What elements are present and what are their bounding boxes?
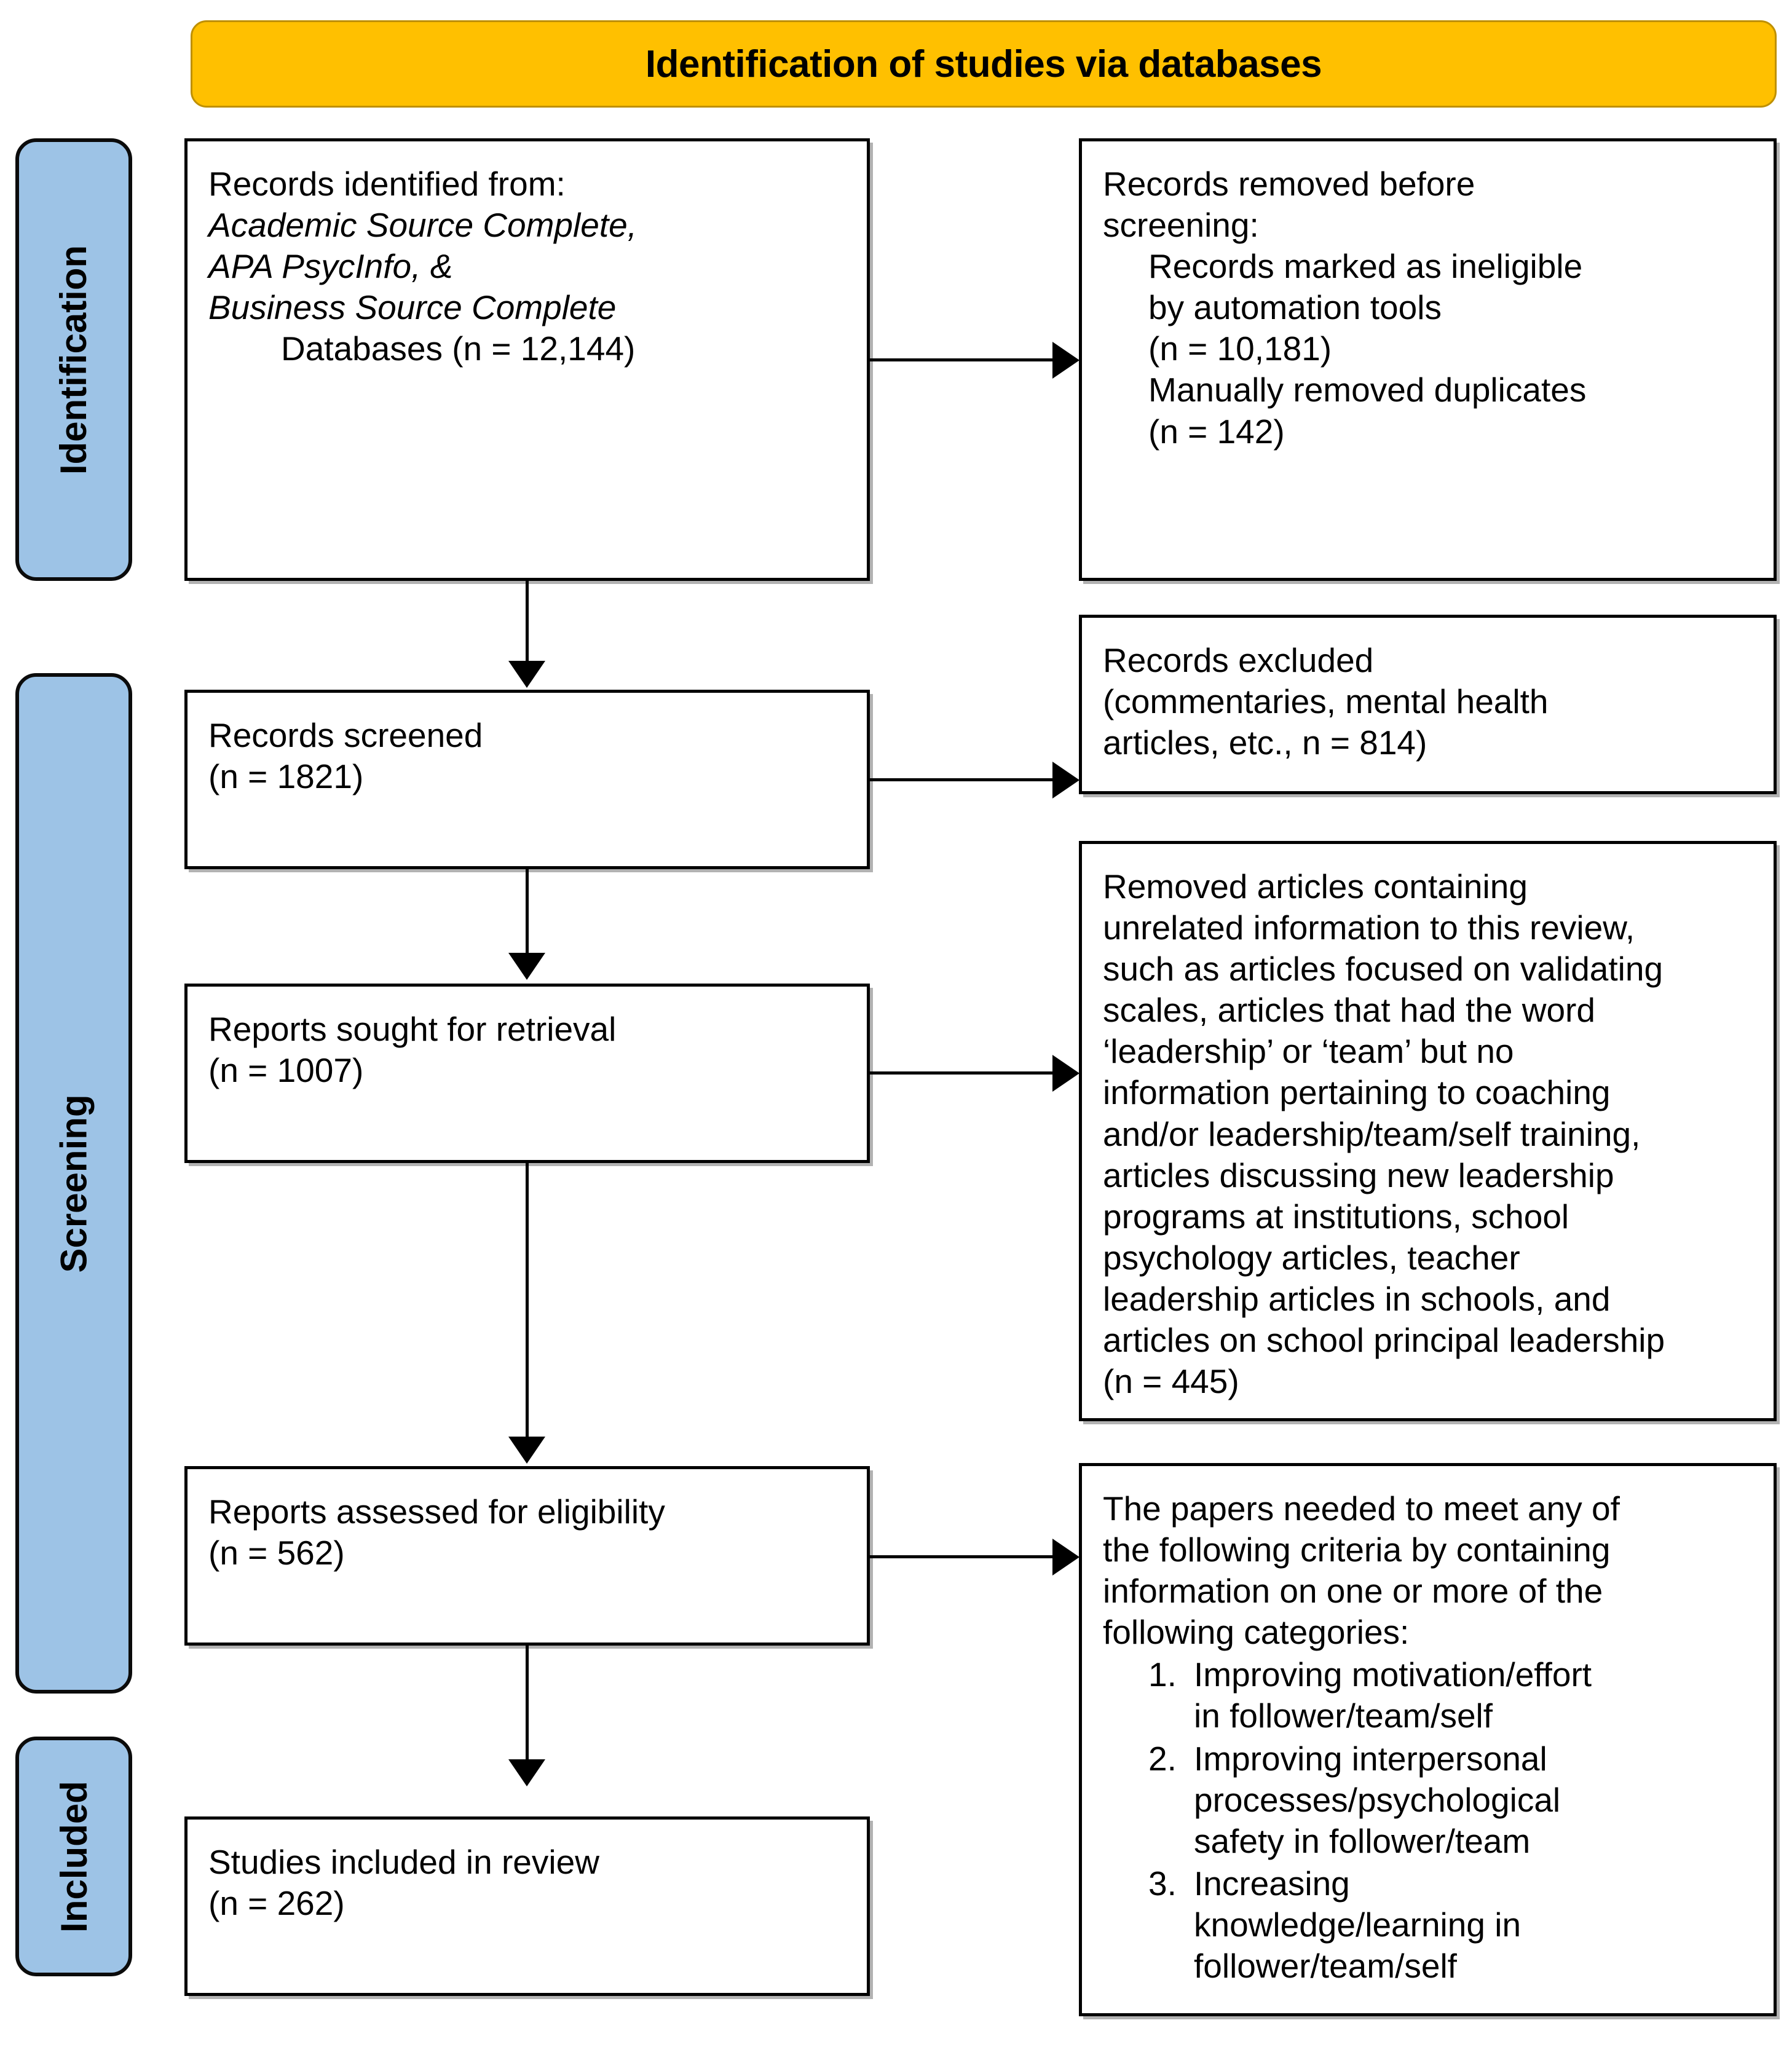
records-identified-line-4: Business Source Complete (208, 288, 617, 327)
reports-assessed-line-1: Reports assessed for eligibility (208, 1493, 665, 1531)
arrow-screened-to-excluded-line (870, 778, 1054, 781)
arrow-sought-to-removed-unrelated-head (1052, 1055, 1080, 1092)
arrow-screened-to-sought-head (508, 953, 545, 980)
criteria-item-2-text: Improving interpersonal processes/psycho… (1194, 1738, 1753, 1862)
criteria-item-2-line-3: safety in follower/team (1194, 1821, 1531, 1860)
records-identified-line-3: APA PsycInfo, & (208, 247, 453, 286)
reports-sought-line-2: (n = 1007) (208, 1051, 364, 1090)
criteria-line-3: information on one or more of the (1103, 1572, 1603, 1611)
arrow-sought-to-assessed-head (508, 1437, 545, 1464)
box-studies-included-in-review: Studies included in review (n = 262) (184, 1816, 870, 1996)
criteria-item-2-line-1: Improving interpersonal (1194, 1739, 1547, 1778)
stage-label-screening: Screening (15, 673, 132, 1694)
arrow-screened-to-excluded-head (1052, 762, 1080, 799)
removed-before-line-3: Records marked as ineligible (1148, 247, 1583, 286)
removed-unrelated-line-9: programs at institutions, school (1103, 1197, 1569, 1236)
arrow-identified-to-screened-head (508, 661, 545, 688)
box-inclusion-criteria: The papers needed to meet any of the fol… (1079, 1463, 1777, 2016)
removed-before-line-7: (n = 142) (1148, 412, 1285, 451)
removed-before-line-1-text: Records removed (1103, 165, 1370, 203)
criteria-item-3-number: 3. (1148, 1864, 1177, 1903)
criteria-item-3-text: Increasing knowledge/learning in followe… (1194, 1863, 1753, 1987)
removed-before-line-1-emphasis: before (1379, 165, 1475, 203)
removed-unrelated-line-3: such as articles focused on validating (1103, 950, 1664, 988)
arrow-assessed-to-criteria-line (870, 1555, 1054, 1558)
records-identified-line-2: Academic Source Complete, (208, 206, 637, 245)
arrow-screened-to-sought-line (526, 869, 529, 955)
page-title: Identification of studies via databases (645, 42, 1322, 85)
criteria-item-1-line-1: Improving motivation/effort (1194, 1655, 1592, 1694)
arrow-sought-to-removed-unrelated-line (870, 1071, 1054, 1075)
criteria-item-1-text: Improving motivation/effort in follower/… (1194, 1654, 1753, 1737)
criteria-line-1: The papers needed to meet any of (1103, 1489, 1620, 1528)
stage-label-included: Included (15, 1737, 132, 1976)
removed-unrelated-line-10: psychology articles, teacher (1103, 1238, 1520, 1277)
removed-before-line-4: by automation tools (1148, 288, 1442, 327)
removed-unrelated-line-13: (n = 445) (1103, 1362, 1239, 1401)
arrow-sought-to-assessed-line (526, 1163, 529, 1439)
removed-unrelated-line-5: ‘leadership’ or ‘team’ but no (1103, 1032, 1514, 1071)
box-records-excluded: Records excluded (commentaries, mental h… (1079, 615, 1777, 794)
studies-included-line-2: (n = 262) (208, 1884, 345, 1923)
diagram-header-banner: Identification of studies via databases (191, 20, 1777, 108)
removed-before-line-2-tail: : (1249, 206, 1259, 245)
records-identified-line-1: Records identified from: (208, 165, 566, 203)
criteria-item-2-number: 2. (1148, 1739, 1177, 1778)
criteria-item-3-line-1: Increasing (1194, 1864, 1350, 1903)
removed-before-line-2-emphasis: screening (1103, 206, 1250, 245)
criteria-item-2-line-2: processes/psychological (1194, 1780, 1561, 1819)
list-item: 3. Increasing knowledge/learning in foll… (1103, 1863, 1753, 1987)
removed-unrelated-line-1: Removed articles containing (1103, 867, 1528, 905)
removed-before-line-1: Records removed before (1103, 164, 1753, 205)
arrow-assessed-to-included-line (526, 1646, 529, 1762)
removed-unrelated-line-2: unrelated information to this review, (1103, 909, 1635, 947)
removed-unrelated-line-8: articles discussing new leadership (1103, 1156, 1614, 1194)
arrow-identified-to-removed-before-head (1052, 342, 1080, 379)
removed-unrelated-line-7: and/or leadership/team/self training, (1103, 1114, 1641, 1153)
records-excluded-line-3: articles, etc., n = 814) (1103, 724, 1427, 762)
criteria-item-3-line-3: follower/team/self (1194, 1947, 1457, 1986)
removed-unrelated-line-11: leadership articles in schools, and (1103, 1279, 1611, 1318)
list-item: 2. Improving interpersonal processes/psy… (1103, 1738, 1753, 1862)
box-reports-sought-for-retrieval: Reports sought for retrieval (n = 1007) (184, 984, 870, 1163)
list-item: 1. Improving motivation/effort in follow… (1103, 1654, 1753, 1737)
stage-label-identification-text: Identification (53, 245, 95, 475)
reports-assessed-line-2: (n = 562) (208, 1534, 345, 1572)
records-excluded-line-2: (commentaries, mental health (1103, 682, 1549, 721)
removed-before-line-2: screening: (1103, 205, 1753, 246)
arrow-assessed-to-included-head (508, 1759, 545, 1786)
box-reports-assessed-for-eligibility: Reports assessed for eligibility (n = 56… (184, 1466, 870, 1646)
records-screened-line-1: Records screened (208, 716, 483, 754)
records-excluded-line-1: Records excluded (1103, 641, 1374, 679)
criteria-list: 1. Improving motivation/effort in follow… (1103, 1654, 1753, 1987)
criteria-item-3-line-2: knowledge/learning in (1194, 1905, 1522, 1944)
arrow-identified-to-removed-before-line (870, 358, 1054, 361)
removed-unrelated-line-12: articles on school principal leadership (1103, 1321, 1665, 1360)
removed-before-line-5: (n = 10,181) (1148, 329, 1332, 368)
arrow-identified-to-screened-line (526, 581, 529, 663)
stage-label-identification: Identification (15, 138, 132, 581)
removed-before-line-6: Manually removed duplicates (1148, 371, 1587, 409)
removed-unrelated-line-6: information pertaining to coaching (1103, 1073, 1611, 1112)
records-identified-line-5: Databases (n = 12,144) (281, 329, 636, 368)
records-screened-line-2: (n = 1821) (208, 757, 364, 796)
box-records-screened: Records screened (n = 1821) (184, 690, 870, 869)
criteria-line-4: following categories: (1103, 1613, 1410, 1652)
criteria-line-2: the following criteria by containing (1103, 1531, 1611, 1569)
box-removed-articles-unrelated: Removed articles containing unrelated in… (1079, 841, 1777, 1421)
box-records-removed-before-screening: Records removed before screening: Record… (1079, 138, 1777, 581)
stage-label-screening-text: Screening (53, 1094, 95, 1273)
removed-unrelated-line-4: scales, articles that had the word (1103, 991, 1595, 1030)
criteria-item-1-line-2: in follower/team/self (1194, 1697, 1493, 1735)
criteria-item-1-number: 1. (1148, 1655, 1177, 1694)
arrow-assessed-to-criteria-head (1052, 1539, 1080, 1576)
box-records-identified: Records identified from: Academic Source… (184, 138, 870, 581)
studies-included-line-1: Studies included in review (208, 1843, 599, 1881)
stage-label-included-text: Included (53, 1780, 95, 1933)
reports-sought-line-1: Reports sought for retrieval (208, 1010, 617, 1048)
